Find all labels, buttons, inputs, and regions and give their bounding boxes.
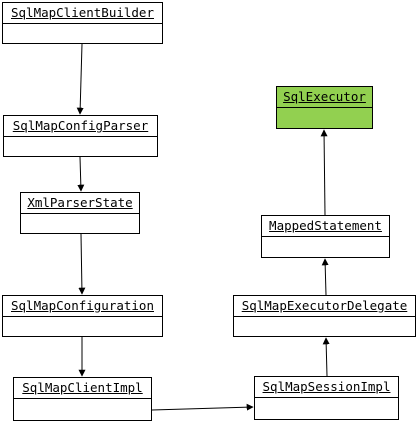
class-box-sql-map-config-parser: SqlMapConfigParser <box>3 115 158 157</box>
arrow-config-parser-to-xml-parser-state <box>77 156 85 192</box>
class-name-xml-parser-state: XmlParserState <box>21 193 139 214</box>
class-box-sql-executor: SqlExecutor <box>276 86 373 129</box>
arrow-client-impl-to-session-impl <box>151 403 254 411</box>
arrow-builder-to-config-parser <box>76 43 84 115</box>
class-name-sql-map-configuration: SqlMapConfiguration <box>3 296 162 317</box>
class-box-sql-map-session-impl: SqlMapSessionImpl <box>254 376 399 420</box>
arrow-mapped-statement-to-sql-executor <box>320 129 328 216</box>
class-name-sql-map-session-impl: SqlMapSessionImpl <box>255 377 398 398</box>
class-name-mapped-statement: MappedStatement <box>262 216 389 237</box>
arrow-executor-delegate-to-mapped-statement <box>321 258 329 296</box>
class-box-sql-map-configuration: SqlMapConfiguration <box>2 295 163 337</box>
arrow-xml-parser-state-to-configuration <box>78 233 86 295</box>
class-name-sql-map-executor-delegate: SqlMapExecutorDelegate <box>234 296 415 317</box>
class-box-sql-map-client-builder: SqlMapClientBuilder <box>2 2 163 44</box>
class-box-sql-map-client-impl: SqlMapClientImpl <box>13 377 152 421</box>
class-name-sql-executor: SqlExecutor <box>277 87 372 108</box>
class-box-mapped-statement: MappedStatement <box>261 215 390 258</box>
class-name-sql-map-config-parser: SqlMapConfigParser <box>4 116 157 137</box>
class-name-sql-map-client-impl: SqlMapClientImpl <box>14 378 151 399</box>
class-name-sql-map-client-builder: SqlMapClientBuilder <box>3 3 162 24</box>
arrow-session-impl-to-executor-delegate <box>322 337 330 377</box>
class-box-sql-map-executor-delegate: SqlMapExecutorDelegate <box>233 295 416 337</box>
class-box-xml-parser-state: XmlParserState <box>20 192 140 234</box>
